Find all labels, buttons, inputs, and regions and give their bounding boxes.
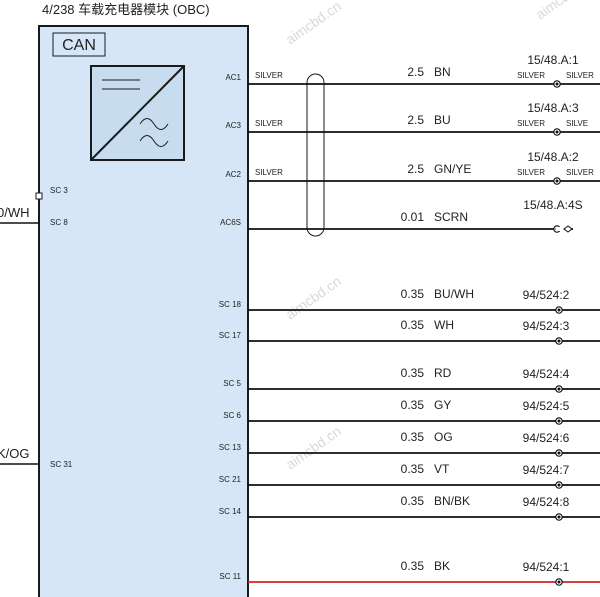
wire-gauge: 0.35 bbox=[401, 462, 425, 476]
wire-gauge: 0.35 bbox=[401, 559, 425, 573]
wire-gauge: 0.35 bbox=[401, 287, 425, 301]
wire-gauge: 0.35 bbox=[401, 366, 425, 380]
left-wire-label: 0/WH bbox=[0, 205, 30, 220]
terminal-core bbox=[557, 580, 561, 584]
terminal-core bbox=[555, 130, 559, 134]
insulation-label: SILVER bbox=[566, 168, 594, 177]
screen-terminal-icon bbox=[563, 225, 573, 233]
pin-label: AC2 bbox=[225, 170, 241, 179]
terminal-core bbox=[557, 308, 561, 312]
pin-label: AC3 bbox=[225, 121, 241, 130]
insulation-label: SILVER bbox=[517, 119, 545, 128]
insulation-label: SILVER bbox=[566, 71, 594, 80]
converter-icon bbox=[90, 65, 185, 161]
pin-label: SC 13 bbox=[219, 443, 242, 452]
wire-color-code: WH bbox=[434, 318, 454, 332]
insulation-label: SILVER bbox=[255, 168, 283, 177]
connector-id: 94/524:8 bbox=[523, 495, 570, 509]
wire-color-code: VT bbox=[434, 462, 450, 476]
watermark-text: aimcbd.cn bbox=[283, 423, 344, 473]
wire-gauge: 0.35 bbox=[401, 430, 425, 444]
pin-label: SC 6 bbox=[223, 411, 241, 420]
wire-gauge: 0.35 bbox=[401, 398, 425, 412]
pin-label: SC 5 bbox=[223, 379, 241, 388]
connector-id: 15/48.A:1 bbox=[527, 53, 579, 67]
connector-id: 94/524:4 bbox=[523, 367, 570, 381]
terminal-core bbox=[557, 515, 561, 519]
left-wire-label: K/OG bbox=[0, 446, 30, 461]
watermark-text: aimcbd.cn bbox=[283, 273, 344, 323]
pin-label: AC6S bbox=[220, 218, 241, 227]
insulation-label: SILVE bbox=[566, 119, 588, 128]
module-title: 4/238 车载充电器模块 (OBC) bbox=[42, 2, 210, 17]
terminal-core bbox=[557, 451, 561, 455]
pin-label: SC 31 bbox=[50, 460, 73, 469]
can-label-box bbox=[52, 32, 106, 57]
wire-color-code: BN bbox=[434, 65, 451, 79]
screen-gap bbox=[556, 227, 564, 231]
connector-id: 94/524:3 bbox=[523, 319, 570, 333]
connector-id: 15/48.A:4S bbox=[523, 198, 582, 212]
wire-gauge: 0.01 bbox=[401, 210, 425, 224]
wire-gauge: 2.5 bbox=[407, 113, 424, 127]
wire-color-code: GN/YE bbox=[434, 162, 471, 176]
wire-color-code: BK bbox=[434, 559, 450, 573]
connector-id: 94/524:6 bbox=[523, 431, 570, 445]
sc3-terminal bbox=[35, 192, 43, 200]
wire-color-code: GY bbox=[434, 398, 451, 412]
connector-id: 94/524:2 bbox=[523, 288, 570, 302]
terminal-core bbox=[555, 179, 559, 183]
terminal-core bbox=[557, 419, 561, 423]
wire-gauge: 0.35 bbox=[401, 318, 425, 332]
insulation-label: SILVER bbox=[255, 119, 283, 128]
wire-gauge: 2.5 bbox=[407, 162, 424, 176]
connector-id: 94/524:7 bbox=[523, 463, 570, 477]
wire-gauge: 0.35 bbox=[401, 494, 425, 508]
screen-gap bbox=[573, 227, 600, 231]
pin-label: SC 11 bbox=[219, 572, 241, 581]
watermark-text: aimcbd.cn bbox=[533, 0, 594, 22]
insulation-label: SILVER bbox=[255, 71, 283, 80]
insulation-label: SILVER bbox=[517, 168, 545, 177]
wire-gauge: 2.5 bbox=[407, 65, 424, 79]
wire-color-code: RD bbox=[434, 366, 452, 380]
watermark-text: aimcbd.cn bbox=[283, 0, 344, 47]
shield-oval bbox=[306, 73, 325, 237]
terminal-core bbox=[557, 339, 561, 343]
terminal-core bbox=[557, 387, 561, 391]
can-label: CAN bbox=[62, 37, 96, 54]
pin-label: SC 17 bbox=[219, 331, 242, 340]
wire-color-code: BU/WH bbox=[434, 287, 474, 301]
connector-id: 94/524:5 bbox=[523, 399, 570, 413]
insulation-label: SILVER bbox=[517, 71, 545, 80]
wire-color-code: OG bbox=[434, 430, 453, 444]
pin-label: SC 18 bbox=[219, 300, 242, 309]
wire-color-code: SCRN bbox=[434, 210, 468, 224]
connector-id: 94/524:1 bbox=[523, 560, 570, 574]
wire-color-code: BU bbox=[434, 113, 451, 127]
connector-id: 15/48.A:2 bbox=[527, 150, 579, 164]
pin-label: SC 14 bbox=[219, 507, 242, 516]
pin-label-sc3: SC 3 bbox=[50, 186, 68, 195]
wire-color-code: BN/BK bbox=[434, 494, 470, 508]
pin-label: SC 21 bbox=[219, 475, 242, 484]
terminal-core bbox=[557, 483, 561, 487]
pin-label: SC 8 bbox=[50, 218, 68, 227]
connector-id: 15/48.A:3 bbox=[527, 101, 579, 115]
pin-label: AC1 bbox=[225, 73, 241, 82]
terminal-core bbox=[555, 82, 559, 86]
